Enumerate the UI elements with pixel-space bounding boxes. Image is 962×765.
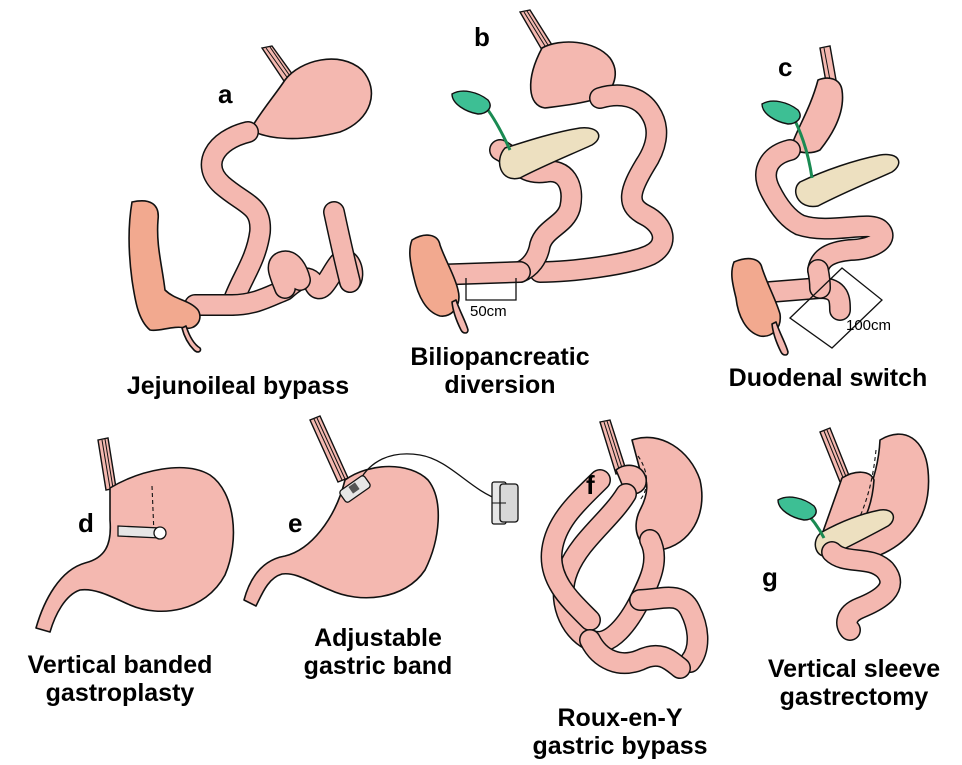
colon-c (732, 259, 788, 355)
gallbladder-b (452, 91, 490, 114)
caption-a: Jejunoileal bypass (127, 372, 349, 400)
port-icon (492, 482, 518, 524)
caption-b-line1: Biliopancreatic (410, 343, 589, 371)
small-bowel-b (430, 95, 663, 275)
panel-letter-f: f (586, 470, 595, 500)
pancreas-c (796, 155, 899, 207)
esophagus-e (310, 416, 348, 482)
appendix-a (182, 326, 201, 352)
caption-g-line1: Vertical sleeve (768, 655, 940, 683)
caption-f-line2: gastric bypass (532, 732, 707, 760)
small-bowel-a (195, 132, 352, 305)
caption-d-line1: Vertical banded (28, 651, 213, 679)
panel-d-vertical-banded-gastroplasty: d Vertical banded gastroplasty (28, 438, 234, 707)
panel-letter-d: d (78, 508, 94, 538)
gallbladder-c (762, 101, 800, 124)
panel-letter-e: e (288, 508, 302, 538)
panel-e-adjustable-gastric-band: e Adjustable gastric band (244, 416, 518, 680)
esophagus-d (98, 438, 116, 490)
stomach-a (250, 59, 371, 138)
stomach-d (36, 468, 233, 632)
esophagus-g (820, 428, 850, 482)
panel-a-jejunoileal-bypass: a Jejunoileal bypass (127, 46, 372, 400)
duodenum-g (832, 552, 890, 630)
esophagus-c (820, 46, 836, 82)
panel-g-vertical-sleeve-gastrectomy: g Vertical sleeve gastrectomy (762, 428, 940, 711)
panel-letter-c: c (778, 52, 792, 82)
gallbladder-g (778, 497, 816, 520)
panel-letter-b: b (474, 22, 490, 52)
panel-b-biliopancreatic-diversion: 50cm b Biliopancreatic diversion (410, 10, 663, 399)
caption-d-line2: gastroplasty (46, 679, 195, 707)
measure-label-b: 50cm (470, 303, 507, 320)
stomach-e (244, 467, 438, 607)
caption-c: Duodenal switch (729, 364, 928, 392)
caption-e-line1: Adjustable (314, 624, 442, 652)
measure-label-c: 100cm (846, 317, 891, 334)
band-ring-d (154, 527, 166, 539)
panel-letter-g: g (762, 562, 778, 592)
colon-a (129, 201, 200, 331)
panel-letter-a: a (218, 79, 233, 109)
caption-g-line2: gastrectomy (780, 683, 929, 711)
esophagus-b (520, 10, 552, 50)
panel-c-duodenal-switch: 100cm c Duodenal switch (729, 46, 928, 392)
caption-e-line2: gastric band (304, 652, 453, 680)
caption-b-line2: diversion (444, 371, 555, 399)
panel-f-roux-en-y-gastric-bypass: f Roux-en-Y gastric bypass (532, 420, 707, 760)
caption-f-line1: Roux-en-Y (558, 704, 683, 732)
